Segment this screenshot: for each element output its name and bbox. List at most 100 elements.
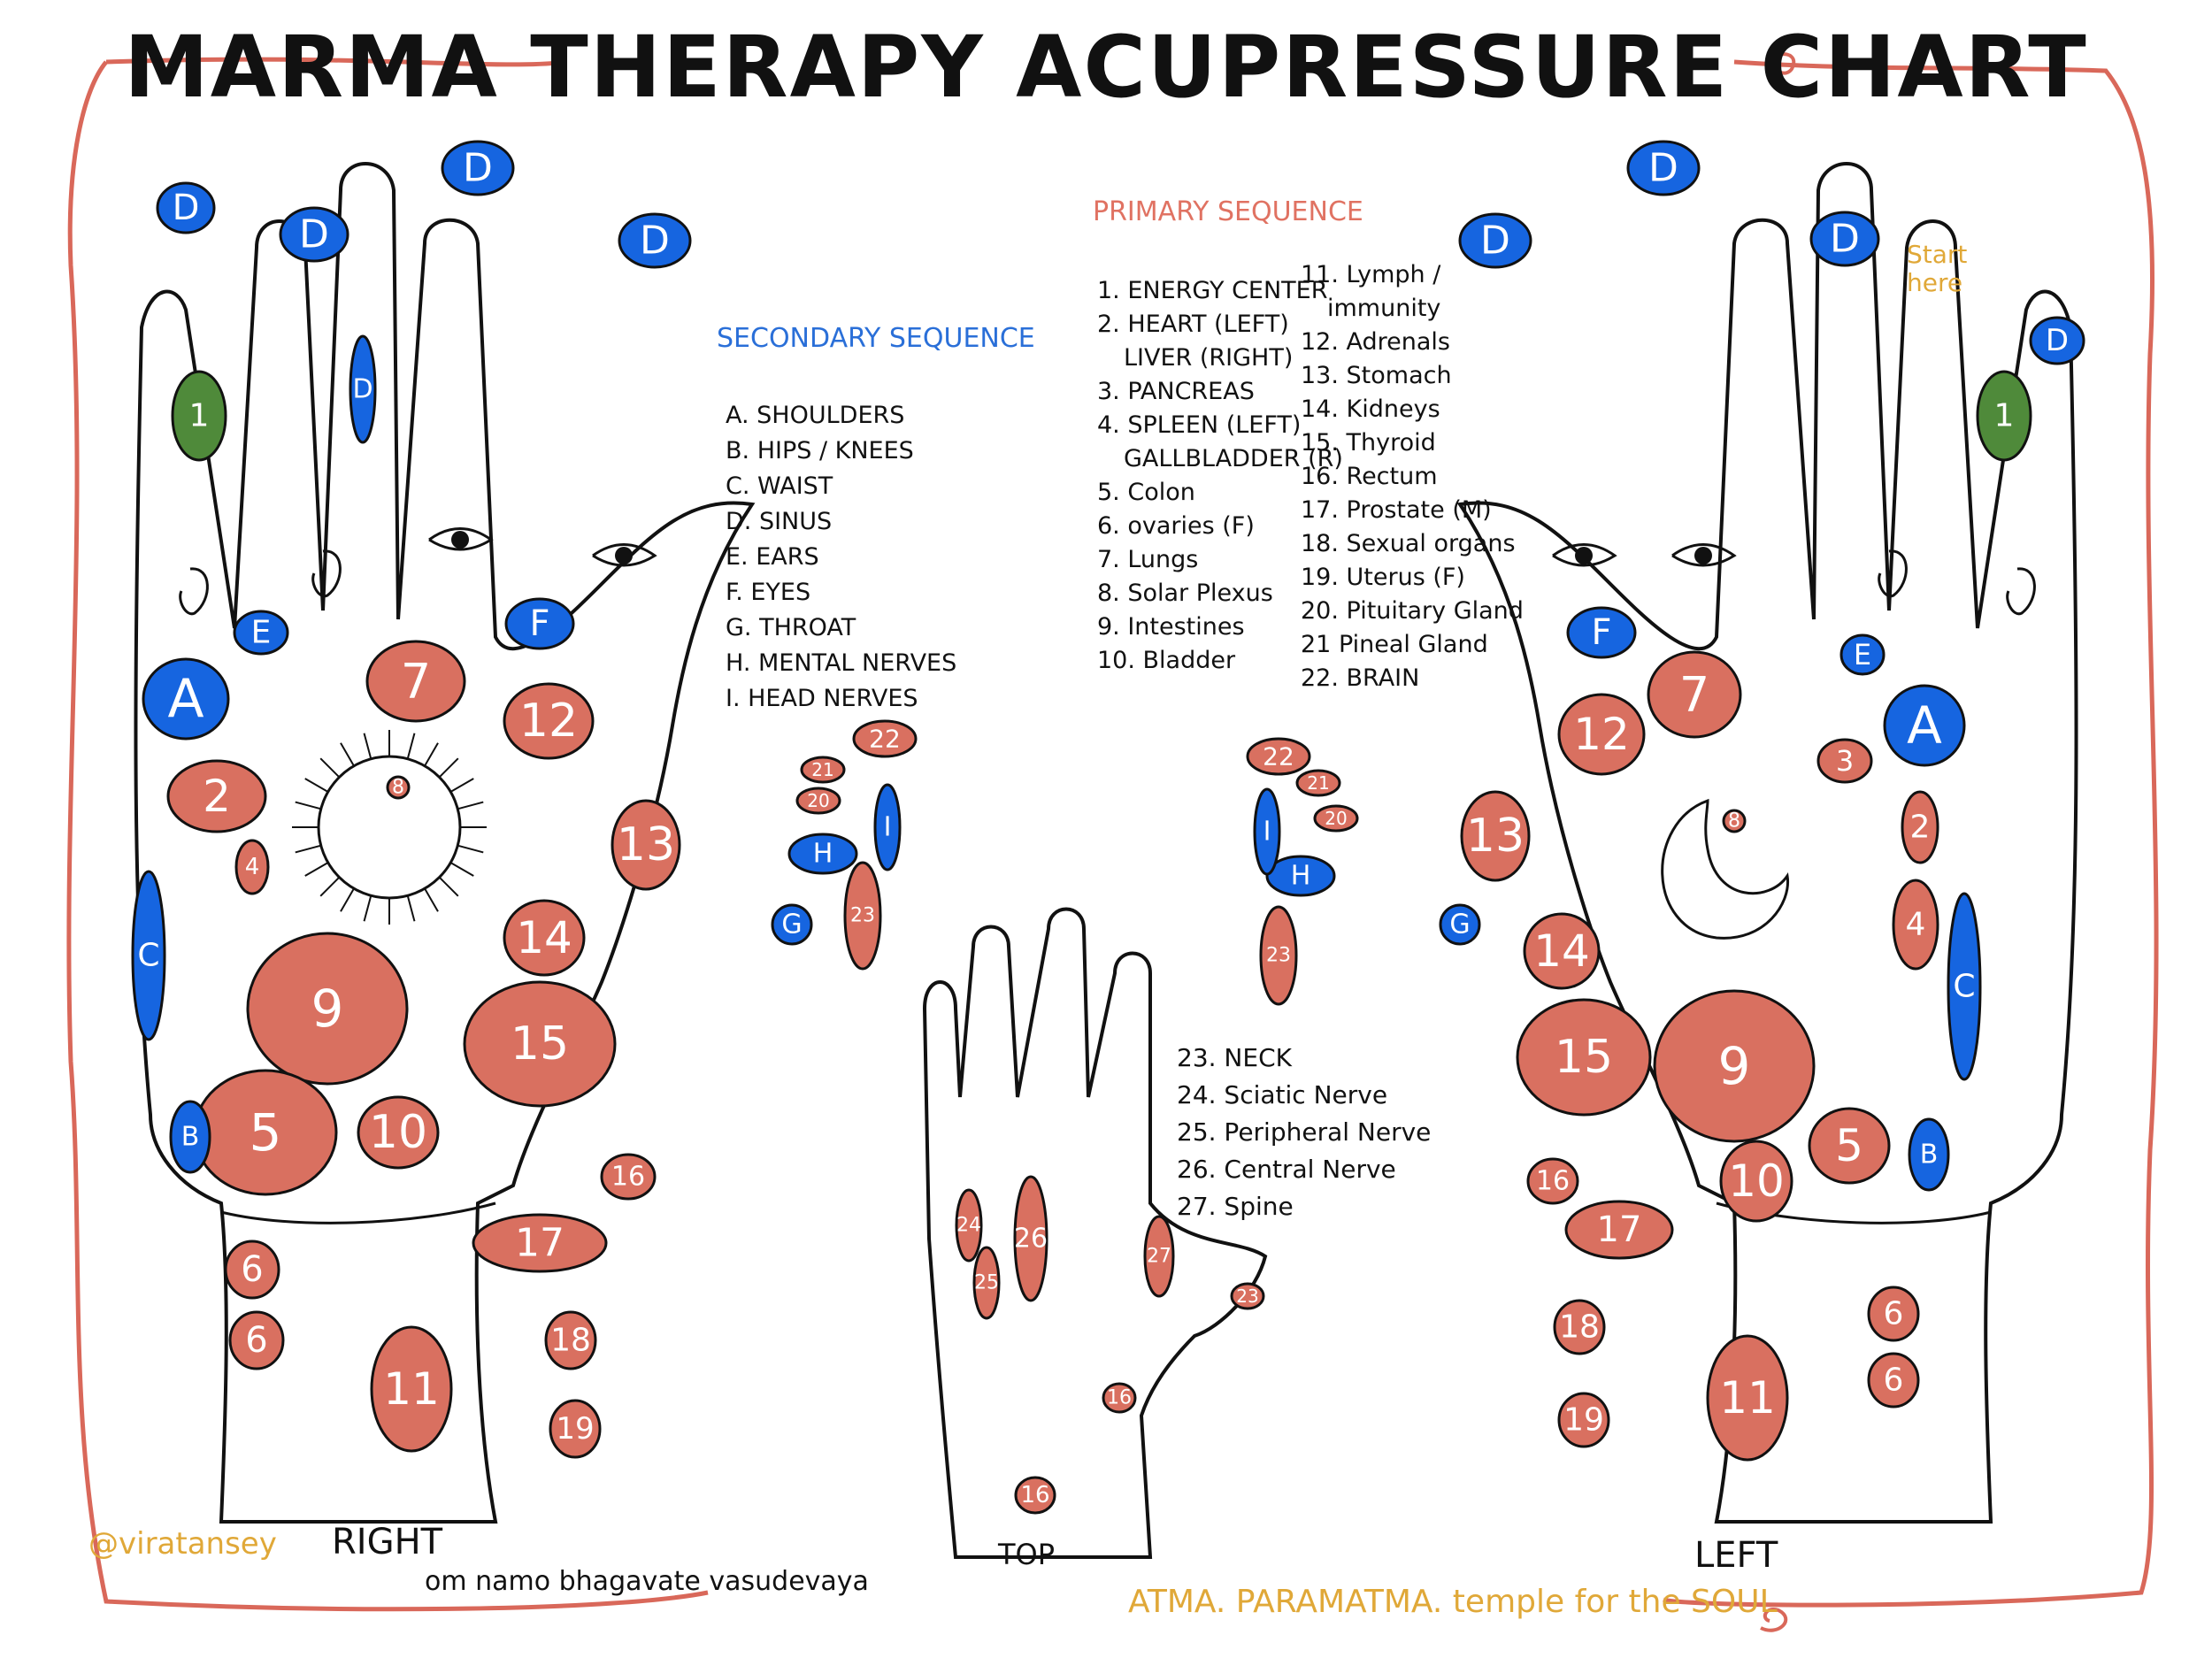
right-hand-point-2: 2 [166, 759, 267, 833]
marma-point-shape [852, 719, 918, 758]
marma-point-shape [1839, 633, 1886, 676]
primary-sequence-item: 15. Thyroid [1301, 429, 1436, 457]
eye-icon [592, 543, 657, 567]
marma-point-shape [1647, 650, 1742, 739]
left-hand-point-9: 9 [1653, 989, 1816, 1143]
ear-icon [311, 549, 342, 598]
marma-point-shape [1706, 1334, 1789, 1462]
marma-point-shape [1808, 1107, 1891, 1185]
right-hand-point-10: 10 [357, 1095, 440, 1170]
marma-point-shape [1908, 1117, 1950, 1192]
sun-face-icon [292, 730, 487, 925]
right-hand-point-E: E [233, 610, 289, 656]
left-hand-point-13: 13 [1460, 790, 1531, 882]
marma-point-label: 5 [250, 1102, 282, 1163]
marma-point-label: A [167, 668, 204, 730]
secondary-sequence-heading: SECONDARY SEQUENCE [717, 323, 1035, 354]
left-hand-point-18: 18 [1553, 1299, 1606, 1355]
marma-point-shape [611, 799, 681, 891]
eye-icon [428, 527, 494, 551]
marma-point-label: 17 [1597, 1209, 1642, 1250]
right-hand-point-1: 1 [171, 370, 227, 462]
primary-sequence-item: 6. ovaries (F) [1097, 512, 1255, 540]
secondary-sequence-item: C. WAIST [726, 472, 833, 500]
secondary-sequence-item: A. SHOULDERS [726, 402, 905, 429]
marma-point-label: 14 [516, 912, 572, 963]
left-hand-point-16: 16 [1526, 1157, 1579, 1205]
marma-point-shape [549, 1399, 602, 1459]
marma-point-shape [1722, 809, 1747, 833]
marma-point-shape [233, 610, 289, 656]
right-hand-point-B: B [169, 1100, 211, 1174]
marma-point-shape [1439, 903, 1481, 946]
primary-sequence-item: 4. SPLEEN (LEFT) [1097, 411, 1302, 439]
border-curl-icon [1760, 1608, 1788, 1632]
marma-point-label: A [1907, 695, 1942, 756]
right-hand-point-D: D [156, 181, 216, 234]
marma-point-shape [228, 1310, 285, 1370]
right-hand-point-D: D [349, 334, 377, 444]
marma-point-label: 1 [189, 398, 210, 434]
marma-point-shape [472, 1213, 608, 1273]
right-hand-point-18: 18 [544, 1310, 597, 1370]
marma-point-shape [463, 980, 617, 1108]
left-hand-point-6: 6 [1867, 1352, 1920, 1409]
right-hand-point-17: 17 [472, 1213, 608, 1273]
marma-point-label: E [251, 615, 272, 651]
primary-sequence-item: 5. Colon [1097, 479, 1195, 506]
primary-sequence-item: GALLBLADDER (R) [1124, 445, 1343, 472]
marma-point-label: I [884, 812, 892, 843]
primary-sequence-item: 20. Pituitary Gland [1301, 597, 1524, 625]
marma-point-label: 21 [1307, 772, 1329, 794]
top-sequence-item: 25. Peripheral Nerve [1177, 1117, 1432, 1147]
marma-point-shape [349, 334, 377, 444]
marma-point-label: 24 [956, 1215, 981, 1237]
marma-point-label: 2 [1910, 810, 1931, 846]
marma-point-label: 10 [369, 1106, 427, 1159]
marma-point-label: 22 [869, 725, 901, 754]
primary-sequence-item: 11. Lymph / [1301, 261, 1441, 288]
marma-point-shape [1867, 1286, 1920, 1342]
secondary-sequence-item: G. THROAT [726, 614, 856, 641]
marma-point-shape [441, 140, 515, 196]
primary-sequence-item: 19. Uterus (F) [1301, 564, 1465, 591]
secondary-sequence-item: F. EYES [726, 579, 811, 606]
top-sequence-item: 23. NECK [1177, 1043, 1292, 1072]
marma-point-shape [169, 1100, 211, 1174]
marma-point-label: 26 [1014, 1224, 1048, 1255]
marma-point-shape [2029, 316, 2085, 365]
left-hand-point-10: 10 [1719, 1140, 1793, 1223]
marma-point-label: 21 [811, 759, 833, 780]
marma-point-label: 23 [850, 905, 875, 927]
left-hand-point-D: D [1458, 212, 1532, 269]
right-hand-point-12: 12 [503, 682, 595, 760]
marma-point-label: 23 [1266, 945, 1291, 967]
marma-point-shape [1013, 1175, 1048, 1302]
marma-point-label: 17 [515, 1221, 565, 1266]
right-hand-point-G: G [771, 903, 813, 946]
marma-point-shape [600, 1153, 657, 1201]
moon-face-icon [1661, 798, 1790, 940]
marma-point-label: G [781, 910, 802, 940]
primary-sequence-item: 12. Adrenals [1301, 328, 1451, 356]
right-hand-point-D: D [441, 140, 515, 196]
right-hand-point-7: 7 [365, 640, 466, 723]
marma-point-shape [1014, 1476, 1056, 1515]
left-hand-point-6: 6 [1867, 1286, 1920, 1342]
right-hand-point-5: 5 [193, 1069, 338, 1196]
right-hand-point-15: 15 [463, 980, 617, 1108]
marma-point-label: 15 [511, 1017, 569, 1071]
marma-point-shape [1947, 892, 1982, 1081]
marma-point-label: 5 [1835, 1120, 1863, 1171]
primary-sequence-item: 22. BRAIN [1301, 664, 1420, 692]
marma-point-shape [504, 597, 575, 650]
marma-point-shape [370, 1325, 453, 1453]
primary-sequence-item: 16. Rectum [1301, 463, 1438, 490]
left-hand-point-F: F [1566, 606, 1637, 659]
primary-sequence-heading: PRIMARY SEQUENCE [1093, 196, 1363, 227]
marma-point-label: 13 [1466, 810, 1525, 863]
ear-icon [179, 567, 209, 616]
left-hand-point-2: 2 [1901, 790, 1939, 864]
left-hand-point-21: 21 [1295, 769, 1341, 797]
